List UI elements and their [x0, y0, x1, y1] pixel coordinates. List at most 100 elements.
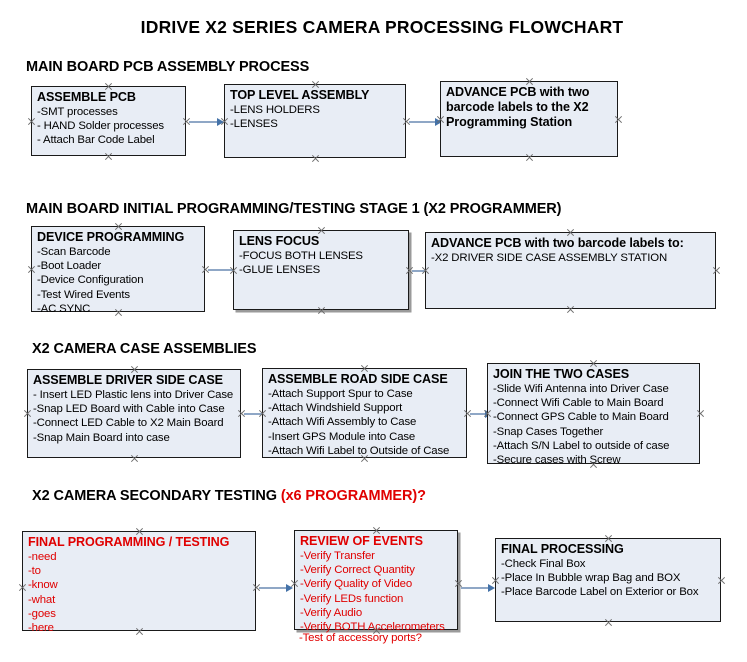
node-line: -know	[28, 579, 58, 592]
arrow-top-level-assembly-to-advance-pcb	[409, 117, 442, 126]
node-line: -Attach Wifi Assembly to Case	[268, 416, 417, 429]
node-title: REVIEW OF EVENTS	[300, 534, 423, 548]
node-assemble-driver-side-case[interactable]: ASSEMBLE DRIVER SIDE CASE - Insert LED P…	[27, 369, 241, 458]
arrow-line	[470, 413, 485, 415]
node-title: ASSEMBLE DRIVER SIDE CASE	[33, 373, 223, 387]
node-line: -SMT processes	[37, 106, 118, 118]
node-final-programming-testing[interactable]: FINAL PROGRAMMING / TESTING -need -to -k…	[22, 531, 256, 634]
node-body: DEVICE PROGRAMMING -Scan Barcode -Boot L…	[32, 227, 204, 316]
node-line: -Snap Main Board into case	[33, 431, 170, 444]
node-line: -Snap Cases Together	[493, 425, 604, 438]
node-line: -Verify Transfer	[300, 550, 375, 562]
section-header-text: X2 CAMERA SECONDARY TESTING	[32, 488, 281, 504]
node-assemble-road-side-case[interactable]: ASSEMBLE ROAD SIDE CASE -Attach Support …	[262, 368, 467, 458]
node-line: -FOCUS BOTH LENSES	[239, 250, 363, 262]
node-body: ADVANCE PCB with two barcode labels to: …	[426, 233, 715, 265]
node-line: -Attach Support Spur to Case	[268, 388, 413, 400]
node-join-the-two-cases[interactable]: JOIN THE TWO CASES -Slide Wifi Antenna i…	[487, 363, 700, 467]
arrow-assemble-pcb-to-top-level-assembly	[189, 117, 224, 126]
node-line-overflow: -Test of accessory ports?	[299, 632, 422, 644]
node-body: JOIN THE TWO CASES -Slide Wifi Antenna i…	[488, 364, 699, 467]
node-line: -Secure cases with Screw	[493, 454, 621, 467]
node-body: ASSEMBLE ROAD SIDE CASE -Attach Support …	[263, 369, 466, 458]
node-line: -Attach S/N Label to outside of case	[493, 439, 670, 452]
node-line: -GLUE LENSES	[239, 264, 321, 277]
node-line: -Verify Correct Quantity	[300, 564, 415, 577]
node-body: REVIEW OF EVENTS -Verify Transfer -Verif…	[295, 531, 457, 634]
node-assemble-pcb[interactable]: ASSEMBLE PCB -SMT processes - HAND Solde…	[31, 86, 186, 156]
node-line: -LENSES	[230, 118, 278, 131]
arrow-line	[409, 121, 435, 123]
node-line: -Verify BOTH Accelerometers	[300, 621, 445, 634]
page-title: IDRIVE X2 SERIES CAMERA PROCESSING FLOWC…	[140, 17, 624, 37]
node-line: -Attach Wifi Label to Outside of Case	[268, 444, 450, 457]
node-line: -Boot Loader	[37, 260, 102, 273]
node-line: -Verify Audio	[300, 606, 362, 619]
section-header-x2-camera-case-assemblies: X2 CAMERA CASE ASSEMBLIES	[32, 341, 257, 357]
node-lens-focus[interactable]: LENS FOCUS -FOCUS BOTH LENSES -GLUE LENS…	[233, 230, 409, 310]
node-review-of-events[interactable]: REVIEW OF EVENTS -Verify Transfer -Verif…	[294, 530, 458, 633]
node-device-programming[interactable]: DEVICE PROGRAMMING -Scan Barcode -Boot L…	[31, 226, 205, 315]
node-line: -Device Configuration	[37, 274, 144, 287]
node-body: ASSEMBLE DRIVER SIDE CASE - Insert LED P…	[28, 370, 240, 445]
section-header-main-board-initial-programming: MAIN BOARD INITIAL PROGRAMMING/TESTING S…	[26, 201, 562, 217]
node-line: -to	[28, 565, 41, 578]
node-advance-pcb-to-driver-side-case-station[interactable]: ADVANCE PCB with two barcode labels to: …	[425, 232, 716, 309]
node-line: -need	[28, 551, 57, 563]
node-body: FINAL PROCESSING -Check Final Box -Place…	[496, 539, 720, 600]
node-title: ASSEMBLE ROAD SIDE CASE	[268, 372, 448, 386]
section-header-x2-camera-secondary-testing: X2 CAMERA SECONDARY TESTING (x6 PROGRAMM…	[32, 488, 426, 504]
node-line: -Verify LEDs function	[300, 592, 404, 605]
node-line: -Connect GPS Cable to Main Board	[493, 411, 669, 424]
node-line: - Insert LED Plastic lens into Driver Ca…	[33, 389, 234, 401]
arrow-head-icon	[286, 583, 293, 592]
node-line: -Test Wired Events	[37, 288, 130, 301]
node-line: -AC SYNC	[37, 302, 91, 315]
node-line: -Scan Barcode	[37, 246, 111, 258]
node-title: JOIN THE TWO CASES	[493, 367, 630, 381]
arrow-final-programming-to-review-of-events	[259, 583, 293, 592]
arrow-head-icon	[488, 583, 495, 592]
node-line: -Snap LED Board with Cable into Case	[33, 403, 225, 416]
arrow-line	[461, 587, 488, 589]
arrow-review-of-events-to-final-processing	[461, 583, 495, 592]
arrow-line	[259, 587, 286, 589]
node-line: - HAND Solder processes	[37, 120, 164, 133]
node-line: -Insert GPS Module into Case	[268, 430, 416, 443]
section-header-text: MAIN BOARD INITIAL PROGRAMMING/TESTING S…	[26, 201, 562, 217]
section-header-text: MAIN BOARD PCB ASSEMBLY PROCESS	[26, 59, 310, 75]
node-title: LENS FOCUS	[239, 234, 320, 248]
node-line: -here	[28, 622, 54, 635]
node-final-processing[interactable]: FINAL PROCESSING -Check Final Box -Place…	[495, 538, 721, 622]
node-top-level-assembly[interactable]: TOP LEVEL ASSEMBLY -LENS HOLDERS -LENSES	[224, 84, 406, 158]
node-body: FINAL PROGRAMMING / TESTING -need -to -k…	[23, 532, 255, 635]
node-line: - Attach Bar Code Label	[37, 134, 155, 147]
arrow-line	[244, 413, 262, 415]
section-header-text: X2 CAMERA CASE ASSEMBLIES	[32, 341, 257, 357]
node-title: ADVANCE PCB with two barcode labels to:	[431, 236, 684, 250]
node-body: LENS FOCUS -FOCUS BOTH LENSES -GLUE LENS…	[234, 231, 408, 277]
arrow-head-icon	[217, 117, 224, 126]
node-line: -goes	[28, 607, 56, 620]
node-line: -LENS HOLDERS	[230, 104, 320, 116]
node-title: DEVICE PROGRAMMING	[37, 230, 185, 244]
section-header-main-board-pcb-assembly: MAIN BOARD PCB ASSEMBLY PROCESS	[26, 59, 309, 75]
node-title: FINAL PROCESSING	[501, 542, 624, 556]
node-line: -Check Final Box	[501, 558, 586, 570]
node-line: -what	[28, 593, 56, 606]
node-line: -Verify Quality of Video	[300, 578, 413, 591]
section-header-accent: (x6 PROGRAMMER)?	[280, 488, 426, 504]
node-advance-pcb-to-x2-programming-station[interactable]: ADVANCE PCB with two barcode labels to t…	[440, 81, 618, 157]
node-title: ASSEMBLE PCB	[37, 90, 136, 104]
node-line: -X2 DRIVER SIDE CASE ASSEMBLY STATION	[431, 252, 668, 264]
node-line: -Connect LED Cable to X2 Main Board	[33, 417, 224, 430]
node-line: -Slide Wifi Antenna into Driver Case	[493, 383, 669, 395]
node-body: ADVANCE PCB with two barcode labels to t…	[441, 82, 617, 130]
arrow-line	[189, 121, 217, 123]
node-line: -Place In Bubble wrap Bag and BOX	[501, 572, 681, 585]
node-body: TOP LEVEL ASSEMBLY -LENS HOLDERS -LENSES	[225, 85, 405, 131]
node-line: -Attach Windshield Support	[268, 402, 403, 415]
node-line: -Place Barcode Label on Exterior or Box	[501, 586, 699, 599]
node-title: TOP LEVEL ASSEMBLY	[230, 88, 370, 102]
